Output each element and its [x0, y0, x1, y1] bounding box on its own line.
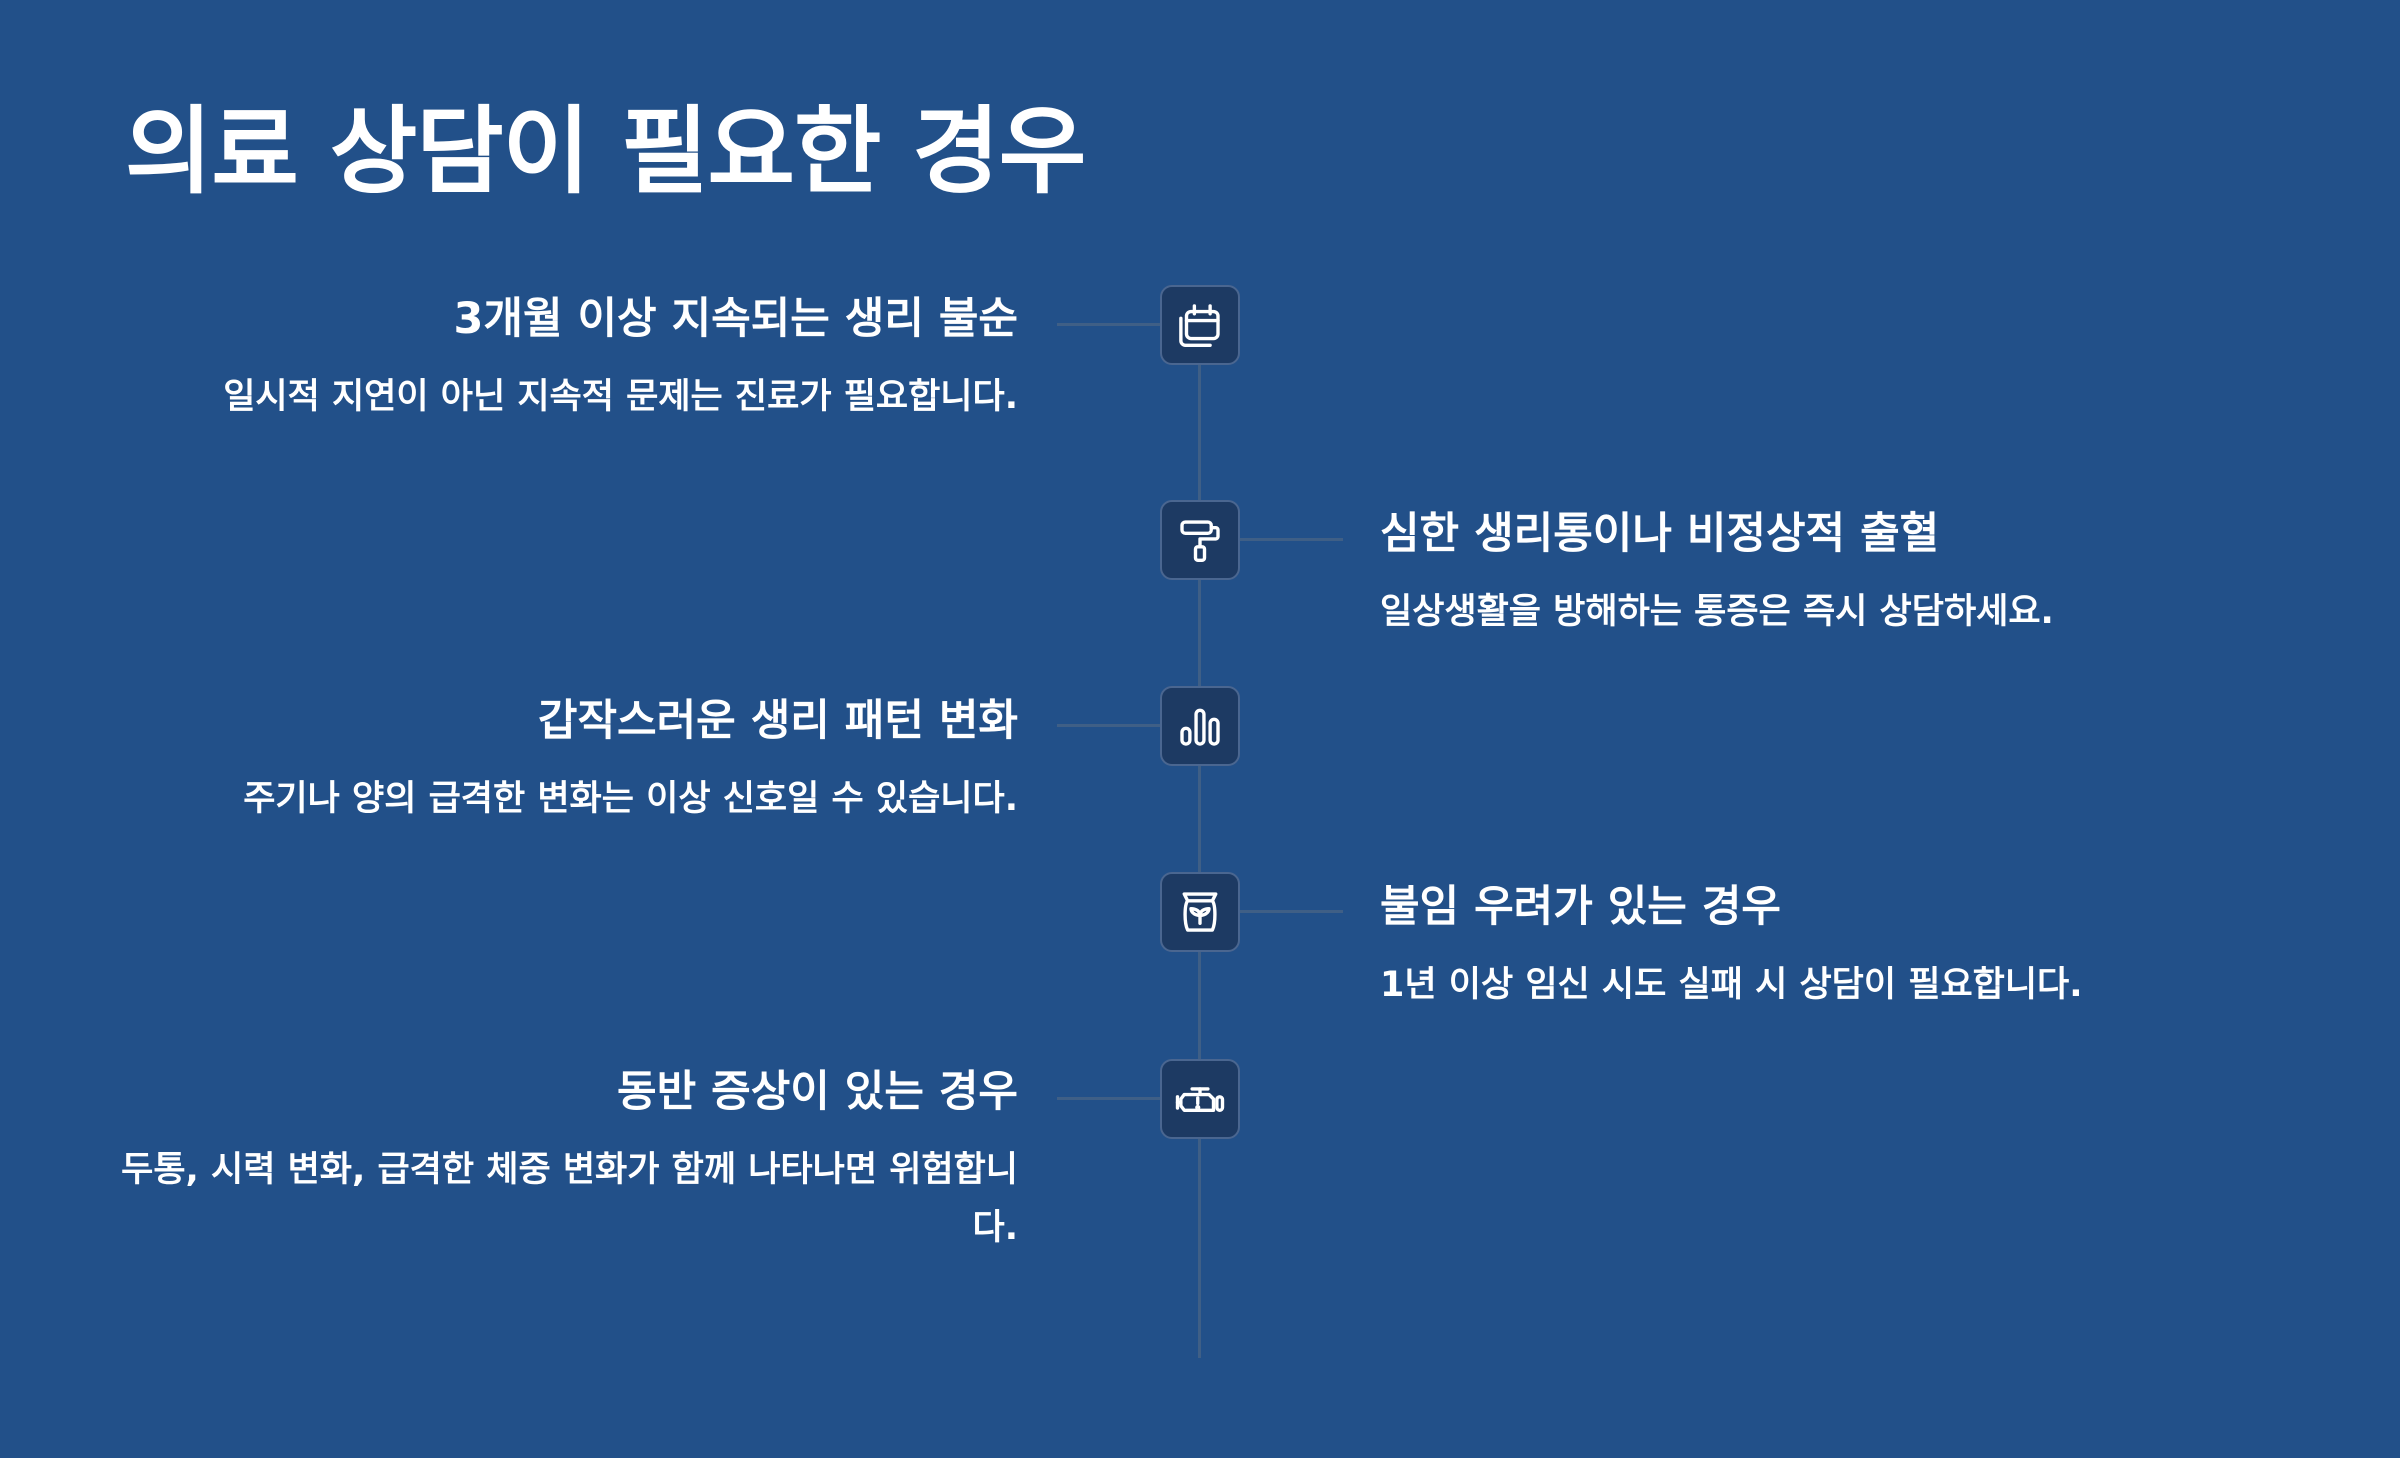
item-description: 주기나 양의 급격한 변화는 이상 신호일 수 있습니다. — [243, 778, 1018, 819]
timeline-connector — [1238, 910, 1343, 913]
paint-roller-icon — [1180, 520, 1220, 562]
item-description: 두통, 시력 변화, 급격한 체중 변화가 함께 나타나면 위험합니다. — [121, 1149, 1018, 1248]
seed-bag-icon — [1182, 892, 1218, 932]
timeline-node — [1160, 686, 1240, 766]
timeline-item-accompanying-symptoms: 동반 증상이 있는 경우 두통, 시력 변화, 급격한 체중 변화가 함께 나타… — [118, 1065, 1018, 1257]
item-description: 일상생활을 방해하는 통증은 즉시 상담하세요. — [1380, 591, 2054, 632]
item-title: 3개월 이상 지속되는 생리 불순 — [453, 294, 1018, 344]
page-title: 의료 상담이 필요한 경우 — [125, 97, 1086, 207]
timeline-connector — [1057, 724, 1162, 727]
bar-chart-icon — [1180, 708, 1220, 746]
item-description: 1년 이상 임신 시도 실패 시 상담이 필요합니다. — [1380, 964, 2083, 1005]
timeline-connector — [1057, 1097, 1162, 1100]
timeline-node — [1160, 500, 1240, 580]
item-title: 동반 증상이 있는 경우 — [617, 1067, 1018, 1117]
timeline-item-pattern-change: 갑작스러운 생리 패턴 변화 주기나 양의 급격한 변화는 이상 신호일 수 있… — [118, 694, 1018, 828]
timeline-connector — [1238, 538, 1343, 541]
timeline-node — [1160, 872, 1240, 952]
timeline-connector — [1057, 323, 1162, 326]
timeline-item-irregular-cycle: 3개월 이상 지속되는 생리 불순 일시적 지연이 아닌 지속적 문제는 진료가… — [118, 292, 1018, 426]
item-title: 심한 생리통이나 비정상적 출혈 — [1380, 509, 1940, 559]
timeline-item-severe-pain: 심한 생리통이나 비정상적 출혈 일상생활을 방해하는 통증은 즉시 상담하세요… — [1380, 507, 2280, 641]
item-title: 갑작스러운 생리 패턴 변화 — [537, 696, 1018, 746]
timeline-line — [1198, 326, 1201, 1358]
timeline-node — [1160, 285, 1240, 365]
timeline-item-infertility: 불임 우려가 있는 경우 1년 이상 임신 시도 실패 시 상담이 필요합니다. — [1380, 880, 2280, 1014]
engine-warning-icon — [1175, 1087, 1225, 1112]
item-description: 일시적 지연이 아닌 지속적 문제는 진료가 필요합니다. — [223, 376, 1018, 417]
timeline-node — [1160, 1059, 1240, 1139]
item-title: 불임 우려가 있는 경우 — [1380, 882, 1781, 932]
calendar-icon — [1179, 304, 1220, 347]
